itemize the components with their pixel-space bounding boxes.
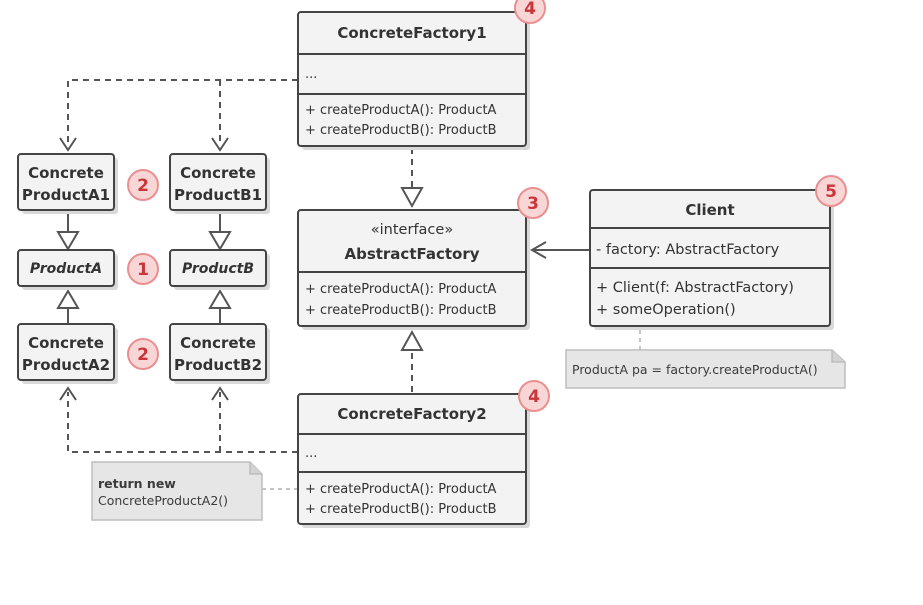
cf2-realization-triangle — [400, 329, 424, 351]
productB1-inherit-triangle — [208, 231, 232, 251]
svg-text:ProductB2: ProductB2 — [174, 356, 262, 374]
client-class: Client - factory: AbstractFactory + Clie… — [589, 189, 834, 330]
client-field: - factory: AbstractFactory — [596, 242, 780, 258]
concrete-productA1-class: Concrete ProductA1 — [17, 153, 118, 214]
concrete-factory2-field: ... — [305, 446, 317, 461]
abstract-factory-stereotype: «interface» — [371, 222, 453, 238]
cf2-arrowhead-to-productB2 — [211, 386, 229, 401]
productB-interface: ProductB — [169, 249, 270, 290]
cf1-to-products-dashed-line — [67, 79, 298, 146]
client-constructor: + Client(f: AbstractFactory) — [596, 280, 794, 296]
svg-text:3: 3 — [527, 194, 539, 214]
concrete-productA2-class: Concrete ProductA2 — [17, 323, 118, 384]
svg-text:Concrete: Concrete — [28, 164, 104, 182]
cf1-arrowhead-to-productB1 — [211, 137, 229, 152]
client-some-operation: + someOperation() — [596, 302, 736, 318]
client-badge: 5 — [815, 175, 847, 207]
products-bottom-badge: 2 — [127, 338, 159, 370]
abstract-factory-interface: «interface» AbstractFactory + createProd… — [297, 209, 530, 330]
factory2-note: return new ConcreteProductA2() — [91, 461, 263, 521]
productA2-inherit-triangle — [56, 289, 80, 309]
svg-text:Concrete: Concrete — [180, 334, 256, 352]
cf2-to-products-dashed-line — [67, 392, 298, 453]
svg-text:1: 1 — [137, 260, 149, 280]
abstract-factory-title: AbstractFactory — [344, 245, 479, 263]
concrete-productB1-class: Concrete ProductB1 — [169, 153, 270, 214]
concrete-factory1-method-a: + createProductA(): ProductA — [305, 103, 497, 118]
productA-interface: ProductA — [17, 249, 118, 290]
concrete-factory2-badge: 4 — [518, 380, 550, 412]
productB2-inherit-triangle — [208, 289, 232, 309]
concrete-factory2-title: ConcreteFactory2 — [337, 405, 486, 423]
concrete-factory1-title: ConcreteFactory1 — [337, 24, 486, 42]
products-top-badge: 2 — [127, 169, 159, 201]
client-title: Client — [685, 201, 734, 219]
productA1-inherit-triangle — [56, 231, 80, 251]
abstract-factory-method-b: + createProductB(): ProductB — [305, 303, 497, 318]
svg-text:ProductA1: ProductA1 — [22, 186, 110, 204]
abstract-factory-method-a: + createProductA(): ProductA — [305, 282, 497, 297]
concrete-factory2-method-b: + createProductB(): ProductB — [305, 502, 497, 517]
svg-text:ProductB: ProductB — [182, 261, 254, 277]
svg-text:2: 2 — [137, 176, 149, 196]
concrete-factory1-badge: 4 — [514, 0, 546, 24]
concrete-factory2-class: ConcreteFactory2 ... + createProductA():… — [297, 393, 530, 528]
client-association-arrowhead — [529, 241, 547, 259]
abstract-factory-badge: 3 — [517, 187, 549, 219]
concrete-factory2-method-a: + createProductA(): ProductA — [305, 482, 497, 497]
cf2-arrowhead-to-productA2 — [59, 386, 77, 401]
concrete-factory1-field: ... — [305, 67, 317, 82]
svg-text:4: 4 — [524, 0, 536, 19]
client-note-text: ProductA pa = factory.createProductA() — [572, 362, 818, 377]
svg-text:4: 4 — [528, 387, 540, 407]
svg-text:ProductB1: ProductB1 — [174, 186, 262, 204]
client-note: ProductA pa = factory.createProductA() — [565, 349, 846, 389]
cf1-realization-triangle — [400, 187, 424, 209]
svg-text:5: 5 — [825, 182, 837, 202]
products-middle-badge: 1 — [127, 253, 159, 285]
svg-text:2: 2 — [137, 345, 149, 365]
svg-text:ProductA: ProductA — [30, 261, 102, 277]
svg-text:Concrete: Concrete — [28, 334, 104, 352]
factory2-note-line1: return new — [98, 476, 176, 491]
svg-text:ProductA2: ProductA2 — [22, 356, 110, 374]
svg-text:Concrete: Concrete — [180, 164, 256, 182]
concrete-factory1-class: ConcreteFactory1 ... + createProductA():… — [297, 11, 530, 150]
factory2-note-line2: ConcreteProductA2() — [98, 493, 228, 508]
concrete-productB2-class: Concrete ProductB2 — [169, 323, 270, 384]
concrete-factory1-method-b: + createProductB(): ProductB — [305, 123, 497, 138]
cf1-arrowhead-to-productA1 — [59, 137, 77, 152]
